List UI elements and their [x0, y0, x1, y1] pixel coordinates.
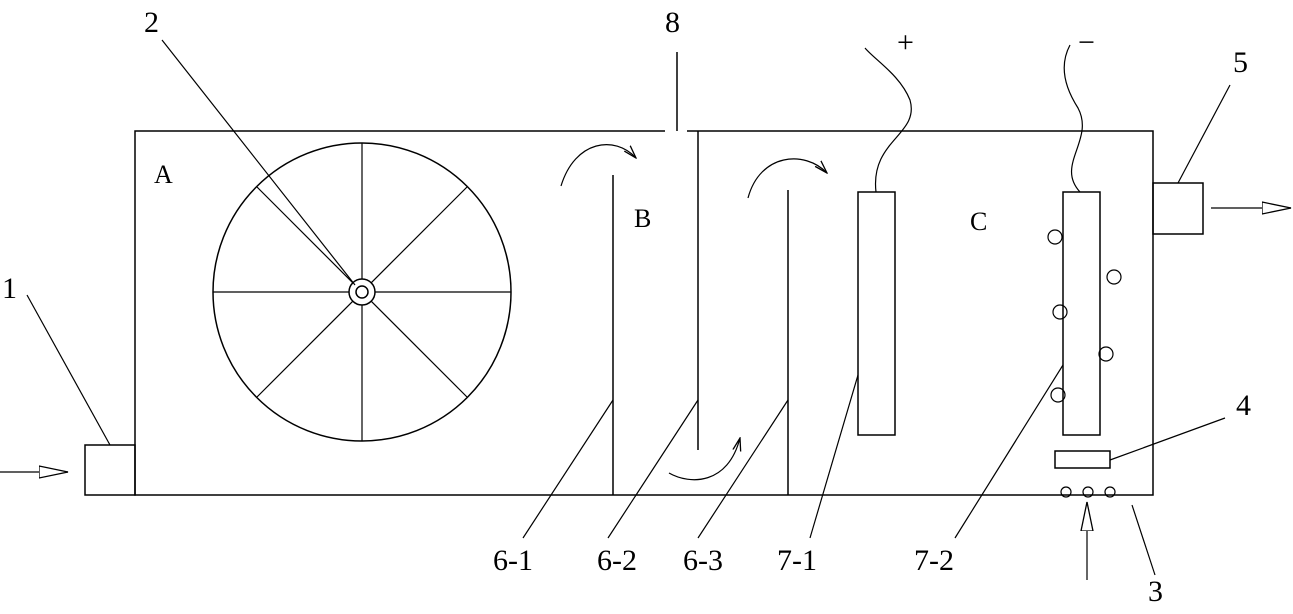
housing-outline — [134, 130, 1154, 496]
region-b-label: B — [634, 204, 651, 233]
region-a-label: A — [154, 160, 173, 189]
region-c-label: C — [970, 207, 987, 236]
label-8: 8 — [665, 6, 680, 39]
label-1: 1 — [2, 272, 17, 305]
positive-mark: + — [897, 26, 914, 59]
label-2: 2 — [144, 6, 159, 39]
flow-arrow-2 — [747, 158, 827, 199]
label-3: 3 — [1148, 575, 1163, 608]
label-6-3: 6-3 — [683, 544, 723, 577]
air-holes-3 — [1060, 486, 1116, 498]
label-6-2: 6-2 — [597, 544, 637, 577]
component-4 — [1054, 450, 1111, 469]
fan-wheel — [212, 142, 512, 442]
outlet-pipe — [1152, 182, 1204, 235]
inlet-pipe — [84, 444, 136, 496]
positive-wire — [864, 47, 912, 193]
leader-lines — [26, 39, 1231, 576]
flow-arrow-3 — [668, 438, 740, 481]
negative-mark: − — [1078, 26, 1095, 59]
electrode-7-1 — [857, 191, 896, 436]
label-4: 4 — [1236, 389, 1251, 422]
label-7-2: 7-2 — [914, 544, 954, 577]
label-6-1: 6-1 — [493, 544, 533, 577]
flow-arrow-1 — [560, 144, 636, 187]
label-5: 5 — [1233, 46, 1248, 79]
electrode-7-2 — [1062, 191, 1101, 436]
label-7-1: 7-1 — [777, 544, 817, 577]
negative-wire — [1063, 44, 1083, 193]
bubbles — [1047, 229, 1122, 403]
